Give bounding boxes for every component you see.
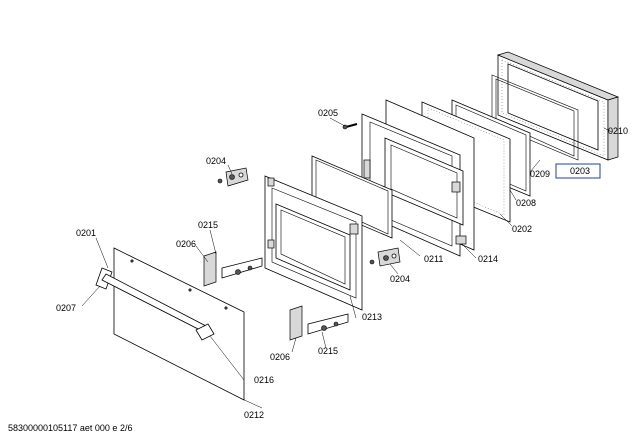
label-0210[interactable]: 0210 xyxy=(608,126,628,136)
label-0207[interactable]: 0207 xyxy=(56,303,76,313)
label-0213[interactable]: 0213 xyxy=(362,312,382,322)
part-clip-0204-upper[interactable] xyxy=(217,167,249,187)
label-0211[interactable]: 0211 xyxy=(424,254,443,264)
leader-lines xyxy=(81,117,613,409)
label-0208[interactable]: 0208 xyxy=(516,198,536,208)
label-0214[interactable]: 0214 xyxy=(478,254,498,264)
label-0201[interactable]: 0201 xyxy=(76,228,96,238)
label-0206-upper[interactable]: 0206 xyxy=(176,239,196,249)
label-0203[interactable]: 0203 xyxy=(570,166,590,176)
label-0215-lower[interactable]: 0215 xyxy=(318,346,338,356)
label-0216[interactable]: 0216 xyxy=(254,375,274,385)
part-clip-0204-lower[interactable] xyxy=(369,247,401,267)
label-0204-lower[interactable]: 0204 xyxy=(390,274,410,284)
label-0215-upper[interactable]: 0215 xyxy=(198,220,218,230)
part-frame-0210[interactable] xyxy=(496,51,620,161)
part-glass-pane[interactable] xyxy=(311,155,393,239)
label-0209[interactable]: 0209 xyxy=(530,169,550,179)
diagram-footer: 58300000105117 aet 000 e 2/6 xyxy=(8,423,132,433)
label-0202[interactable]: 0202 xyxy=(512,224,532,234)
label-highlight-box xyxy=(555,163,601,179)
label-0204-upper[interactable]: 0204 xyxy=(206,156,226,166)
part-pin-0205[interactable] xyxy=(342,123,358,130)
label-0205[interactable]: 0205 xyxy=(318,108,338,118)
label-0206-lower[interactable]: 0206 xyxy=(270,352,290,362)
part-labels: 0201 0207 0206 0215 0204 0205 0216 0212 … xyxy=(56,108,628,420)
part-hinge-upper[interactable] xyxy=(203,251,263,287)
part-hinge-lower[interactable] xyxy=(289,305,349,341)
part-panel-0213[interactable] xyxy=(264,175,363,311)
part-seal-0209[interactable] xyxy=(491,74,579,161)
part-handle-0207[interactable] xyxy=(95,267,215,341)
label-0212[interactable]: 0212 xyxy=(244,410,264,420)
